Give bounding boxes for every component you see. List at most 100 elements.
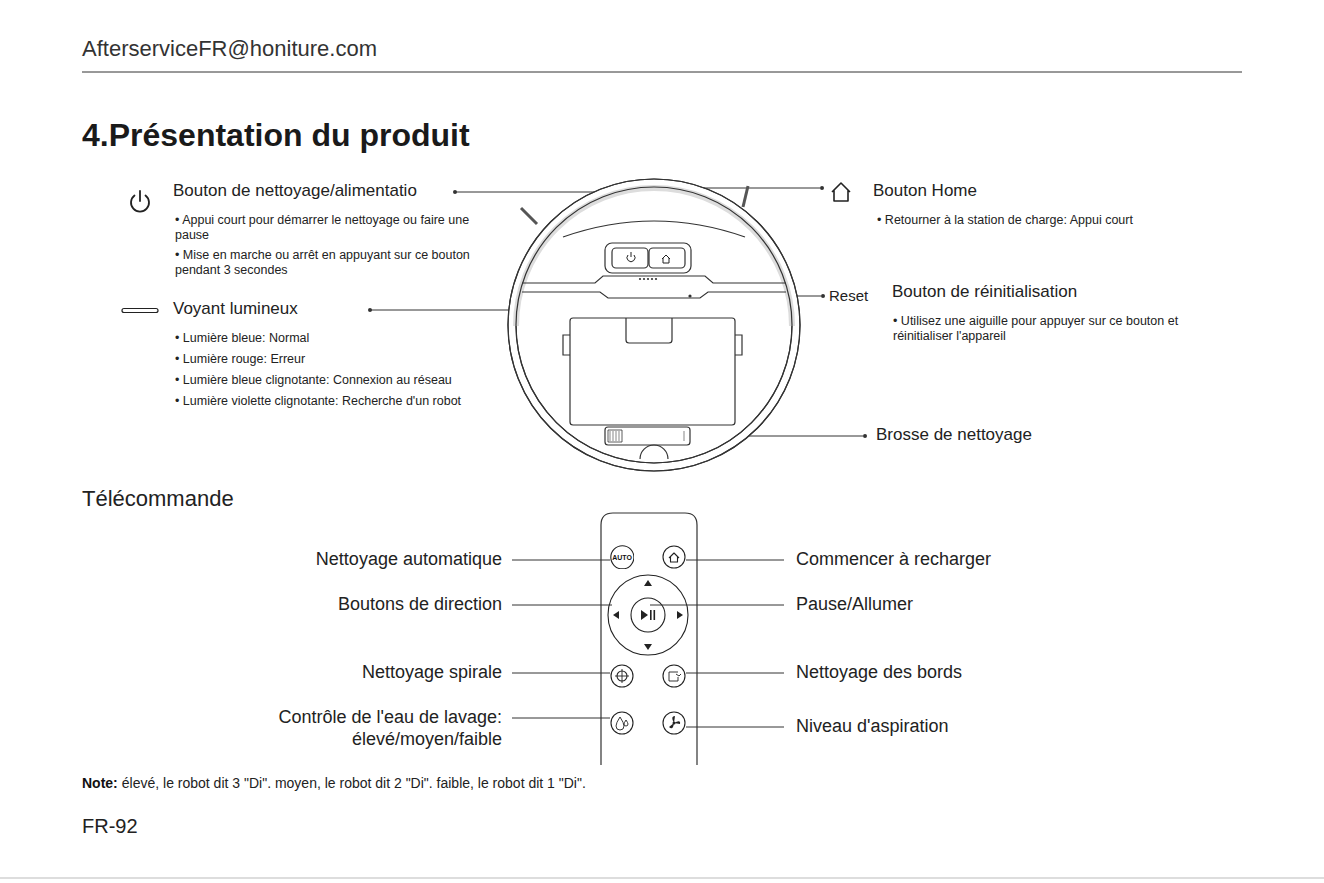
remote-label: Nettoyage automatique [316, 549, 502, 571]
remote-label: Contrôle de l'eau de lavage: élevé/moyen… [252, 707, 502, 751]
robot-vacuum [522, 292, 786, 298]
leader-dot [821, 294, 825, 298]
indicator-icon [122, 309, 158, 313]
brush-bristles [616, 431, 617, 441]
indicator-dots [655, 278, 657, 280]
remote-buttons [669, 553, 679, 562]
remote-symbols [669, 716, 680, 728]
page-rule [82, 72, 1242, 73]
robot-vacuum [516, 187, 792, 463]
remote-buttons [663, 712, 685, 734]
brush-bristles [610, 431, 611, 441]
remote-label: Boutons de direction [338, 594, 502, 616]
home-icon [832, 183, 850, 201]
part-note: • Retourner à la station de charge: Appu… [877, 213, 1133, 228]
part-tag: Reset [829, 287, 868, 305]
leader-line [512, 673, 610, 674]
robot-vacuum [570, 318, 735, 425]
leader-line [512, 560, 784, 727]
remote-button: AUTO [610, 545, 635, 570]
remote-buttons [669, 672, 681, 681]
button-text: AUTO [612, 554, 632, 561]
part-note: • Lumière rouge: Erreur [175, 352, 305, 367]
remote-label: Pause/Allumer [796, 594, 913, 616]
part-note: • Lumière violette clignotante: Recherch… [175, 394, 475, 409]
part-note: • Lumière bleue clignotante: Connexion a… [175, 373, 452, 388]
remote-buttons [611, 712, 633, 734]
remote-label: Nettoyage des bords [796, 662, 962, 684]
robot-vacuum [649, 248, 685, 268]
reset-hole [688, 294, 691, 297]
leader-dot [368, 308, 372, 312]
remote-control [601, 513, 697, 765]
part-name: Bouton Home [873, 181, 977, 202]
robot-vacuum [563, 221, 745, 237]
remote-symbols [644, 644, 652, 650]
remote-buttons [608, 546, 688, 734]
robot-vacuum [605, 427, 690, 445]
robot-vacuum [640, 445, 668, 459]
power-icon [131, 191, 149, 212]
part-note: • Appui court pour démarrer le nettoyage… [175, 213, 475, 244]
robot-vacuum [521, 208, 537, 224]
remote-symbols [641, 610, 648, 620]
leader-line [512, 605, 612, 606]
brush-bristles [610, 431, 684, 441]
brush-bristles [613, 431, 614, 441]
indicator-dots [643, 278, 645, 280]
leader-line [512, 718, 610, 719]
part-name: Bouton de nettoyage/alimentatio [173, 181, 417, 202]
remote-buttons [616, 717, 628, 730]
note-heading: Note: [82, 775, 118, 792]
robot-vacuum [516, 188, 792, 326]
part-note: • Utilisez une aiguille pour appuyer sur… [893, 314, 1213, 345]
brush-bristles [619, 431, 620, 441]
robot-power-button [631, 252, 632, 257]
leader-line [686, 673, 784, 674]
remote-label: Commencer à recharger [796, 549, 991, 571]
robot-vacuum [743, 186, 748, 207]
robot-home-button [662, 255, 670, 263]
page-rule [0, 878, 1324, 879]
robot-vacuum [612, 248, 648, 268]
remote-symbols [654, 610, 656, 620]
section-heading: Télécommande [82, 486, 234, 513]
robot-power-button [627, 252, 635, 262]
leader-dot [863, 434, 867, 438]
leader-line [686, 560, 784, 561]
note-text: élevé, le robot dit 3 "Di". moyen, le ro… [122, 775, 586, 792]
remote-label: Niveau d'aspiration [796, 716, 949, 738]
remote-symbols [677, 611, 683, 619]
leader-line [686, 727, 784, 728]
indicator-dots [647, 278, 649, 280]
remote-buttons [611, 665, 633, 687]
robot-vacuum [516, 187, 792, 463]
home-icon [832, 183, 850, 201]
part-note: • Lumière bleue: Normal [175, 331, 309, 346]
remote-symbols [644, 580, 652, 586]
remote-buttons [663, 546, 685, 568]
remote-control [601, 513, 697, 765]
robot-vacuum [563, 335, 742, 355]
leader-dot [820, 186, 824, 190]
robot-vacuum [608, 430, 622, 442]
leader-dot [453, 190, 457, 194]
remote-buttons [615, 669, 629, 683]
power-icon [139, 191, 141, 201]
remote-buttons [663, 665, 685, 687]
header-email: AfterserviceFR@honiture.com [82, 36, 377, 63]
part-name: Brosse de nettoyage [876, 425, 1032, 446]
indicator-dots [651, 278, 653, 280]
robot-vacuum [605, 243, 691, 273]
remote-symbols [613, 580, 683, 728]
page-number: FR-92 [82, 814, 138, 838]
indicator-dots [639, 278, 641, 280]
leader-line [512, 560, 610, 561]
remote-buttons [608, 575, 688, 655]
leader-line [650, 605, 784, 606]
robot-vacuum [522, 276, 786, 283]
page-title: 4.Présentation du produit [82, 116, 470, 154]
robot-vacuum [508, 179, 800, 471]
part-name: Voyant lumineux [173, 299, 298, 320]
robot-vacuum [626, 318, 672, 343]
